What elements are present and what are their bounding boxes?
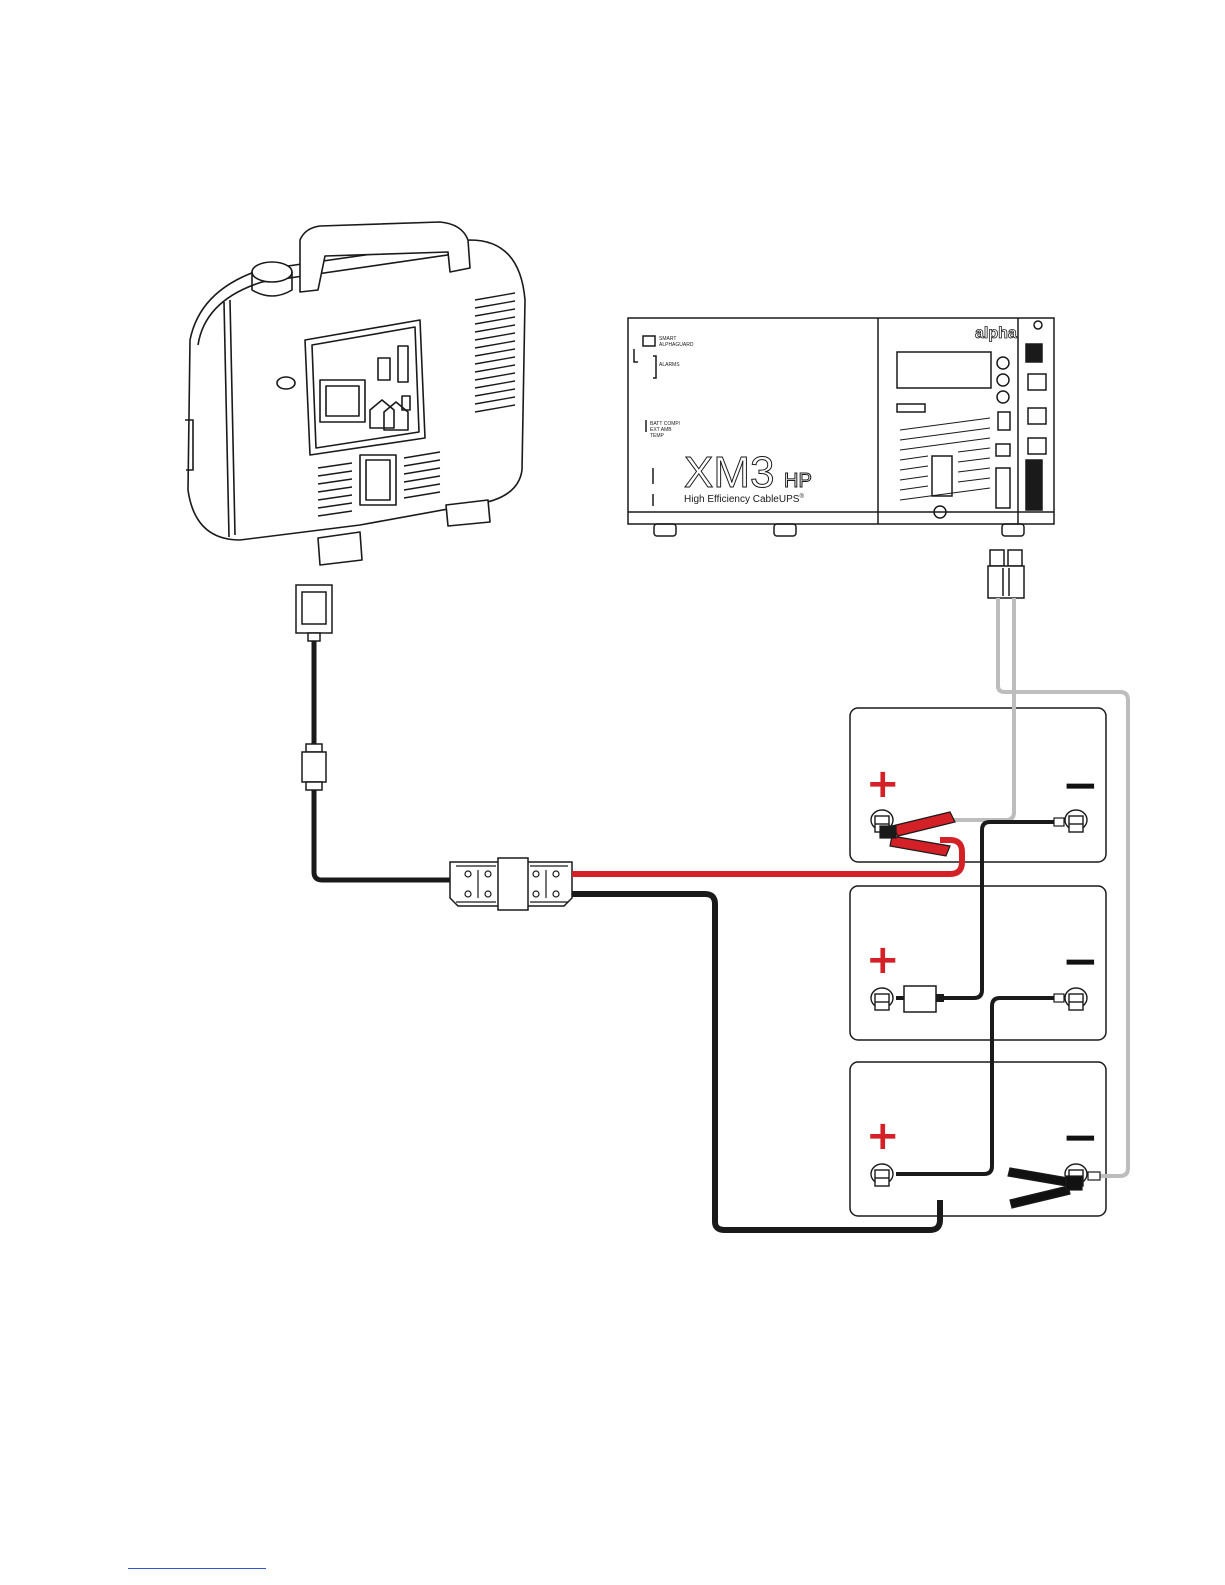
- anderson-connector-icon: [450, 858, 572, 910]
- fuse-icon: [302, 744, 326, 790]
- battery-2-negative: −: [1062, 936, 1099, 987]
- ups-model-suffix: HP: [784, 470, 812, 492]
- ups-tagline: High Efficiency CableUPS®: [684, 493, 804, 505]
- brand-logo: alpha: [975, 325, 1017, 342]
- ups-model: XM3: [684, 448, 774, 497]
- battery-3-negative: −: [1062, 1112, 1099, 1163]
- battery-1-negative: −: [1062, 760, 1099, 811]
- ups-battery-connector: [988, 550, 1024, 598]
- generator-plug: [296, 585, 332, 641]
- label-temp: TEMP: [650, 433, 665, 439]
- battery-2-positive: +: [866, 937, 900, 983]
- label-alarms: ALARMS: [659, 362, 680, 368]
- generator-icon: [185, 222, 525, 565]
- label-alphaguard: ALPHAGUARD: [659, 342, 694, 348]
- generator-cable: [314, 640, 450, 880]
- fuse-block-tab: [936, 994, 944, 1002]
- battery-1-positive: +: [866, 761, 900, 807]
- footer-link-underline[interactable]: [128, 1568, 266, 1569]
- battery-3-positive: +: [866, 1113, 900, 1159]
- inline-fuse-block: [904, 986, 936, 1012]
